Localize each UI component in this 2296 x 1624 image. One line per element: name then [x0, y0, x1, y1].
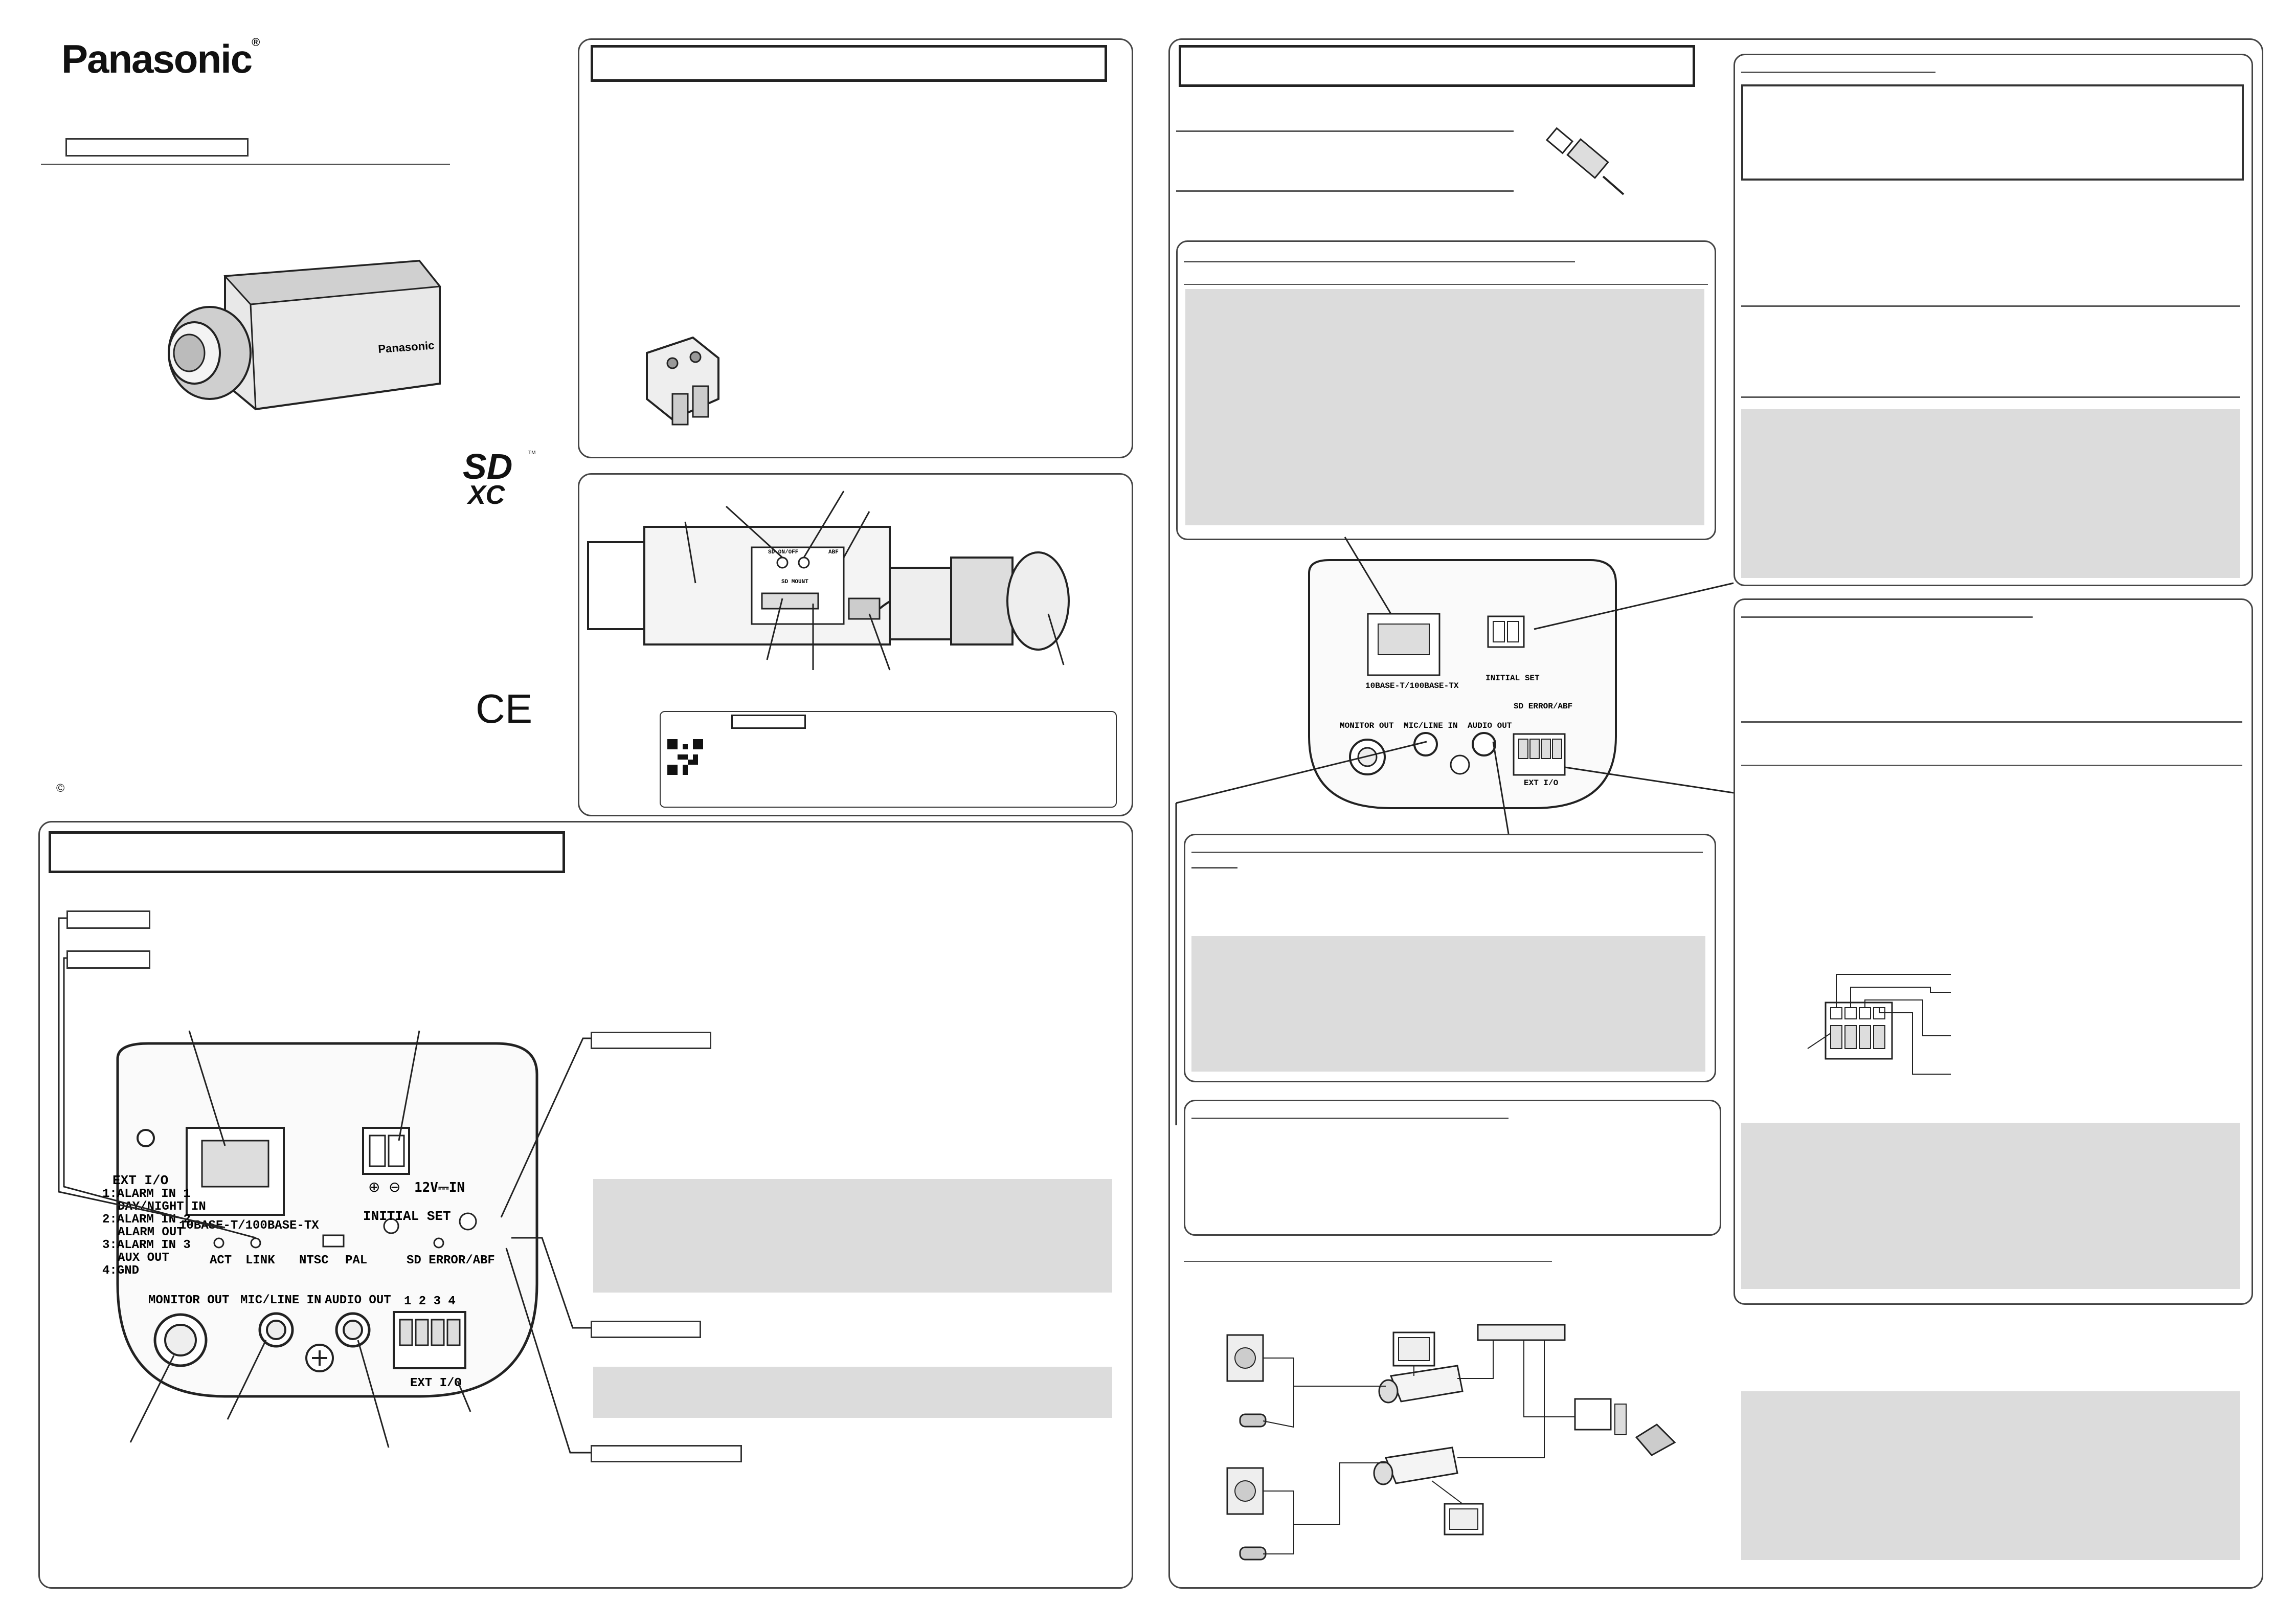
brand-logo: Panasonic® [61, 36, 260, 82]
rear-ext-io-line-6: AUX OUT [118, 1251, 169, 1265]
ext-io-rule-3 [1741, 765, 2242, 766]
small-network-label: 10BASE-T/100BASE-TX [1365, 681, 1459, 691]
rear-power-minus: ⊖ [389, 1178, 400, 1195]
rear-ext-io-bottom: EXT I/O [410, 1376, 462, 1390]
cover-rule [41, 164, 450, 165]
connections-title-box [1179, 45, 1695, 87]
rear-terminal-numbers: 1 2 3 4 [404, 1295, 456, 1308]
power-info-rule-2 [1741, 305, 2240, 307]
rear-ext-io-title: EXT I/O [112, 1173, 168, 1188]
terminal-block-diagram [1807, 974, 1951, 1075]
ext-io-gray [1741, 1123, 2240, 1289]
bottom-right-gray [1741, 1391, 2240, 1560]
audio-plug-icon [1545, 127, 1625, 195]
sd-logo-text: SD [463, 447, 513, 486]
small-monitor-out: MONITOR OUT [1340, 721, 1394, 730]
rear-sd-error-label: SD ERROR/ABF [407, 1254, 495, 1267]
hub-icon [1477, 1324, 1566, 1341]
rear-audio-out-label: AUDIO OUT [325, 1294, 391, 1307]
power-warning-box [1741, 84, 2244, 181]
audio-info-rule-2 [1191, 867, 1237, 869]
power-info-rule-3 [1741, 396, 2240, 398]
ce-mark: CE [476, 686, 533, 731]
rear-panel-title-box [49, 831, 565, 873]
pc-icon [1574, 1398, 1612, 1431]
camera-icon [1389, 1365, 1464, 1403]
rear-mic-line-in-label: MIC/LINE IN [240, 1294, 321, 1307]
model-box [65, 138, 249, 157]
rear-link-label: LINK [245, 1254, 275, 1267]
rear-pal-label: PAL [345, 1254, 367, 1267]
label-sd-mount: SD MOUNT [781, 579, 808, 585]
power-info-gray [1741, 409, 2240, 578]
system-rule [1184, 1261, 1552, 1262]
audio-info-gray [1191, 936, 1705, 1072]
rear-info-gray-2 [593, 1367, 1112, 1418]
xc-logo-text: XC [468, 480, 505, 510]
small-sd-error: SD ERROR/ABF [1514, 702, 1572, 711]
small-mic-line-in: MIC/LINE IN [1404, 721, 1458, 730]
rear-ntsc-label: NTSC [299, 1254, 329, 1267]
sd-tm-text: TM [528, 450, 536, 456]
power-plug-icon [646, 336, 719, 426]
qr-code-icon [667, 739, 703, 775]
rear-power-label: 12V⎓IN [414, 1180, 465, 1195]
rear-label-box-1 [66, 910, 150, 929]
monitor-info-rule [1191, 1118, 1509, 1119]
network-info-rule-2 [1184, 284, 1708, 285]
rear-panel-small-drawing: 10BASE-T/100BASE-TX INITIAL SET SD ERROR… [1308, 559, 1617, 809]
sd-error-label-box [591, 1321, 701, 1338]
small-ext-io: EXT I/O [1524, 778, 1559, 788]
rear-initial-set: INITIAL SET [363, 1209, 451, 1224]
initial-set-label-box [591, 1032, 711, 1049]
registered-mark: ® [252, 36, 260, 49]
camera-side-view: SD ON/OFF ABF SD MOUNT [587, 491, 1070, 671]
small-audio-out: AUDIO OUT [1468, 721, 1512, 730]
right-rule-1 [1176, 130, 1514, 132]
ext-io-label-box [591, 1445, 742, 1462]
audio-info-rule [1191, 852, 1703, 853]
copyright-symbol: © [56, 782, 65, 794]
rear-ext-io-line-5: 3:ALARM IN 3 [102, 1238, 191, 1252]
camera-product-image: Panasonic [168, 259, 441, 411]
microphone-icon [1239, 1413, 1267, 1428]
sdxc-logo: SD XC TM [463, 447, 539, 511]
accessories-title-box [591, 45, 1107, 82]
brand-name: Panasonic [61, 36, 253, 81]
rear-panel-drawing: EXT I/O 1:ALARM IN 1 DAY/NIGHT IN 2:ALAR… [102, 1042, 538, 1398]
network-info-gray [1185, 289, 1704, 525]
monitor-info-panel [1184, 1100, 1721, 1236]
rear-power-plus: ⊕ [368, 1178, 380, 1195]
network-info-rule [1184, 261, 1575, 262]
rear-ext-io-line-3: 2:ALARM IN 2 [102, 1213, 191, 1227]
rear-ext-io-line-1: 1:ALARM IN 1 [102, 1187, 191, 1201]
rear-network-label: 10BASE-T/100BASE-TX [179, 1219, 319, 1233]
right-rule-2 [1176, 190, 1514, 192]
rear-ext-io-line-4: ALARM OUT [118, 1226, 184, 1239]
rear-label-box-2 [66, 950, 150, 969]
ext-io-rule-1 [1741, 616, 2033, 618]
rear-info-gray-1 [593, 1179, 1112, 1293]
rear-ext-io-line-7: 4:GND [102, 1264, 139, 1278]
rear-act-label: ACT [210, 1254, 232, 1267]
small-initial-set: INITIAL SET [1485, 674, 1540, 683]
label-abf: ABF [828, 549, 839, 555]
rear-monitor-out-label: MONITOR OUT [148, 1294, 229, 1307]
power-info-rule-1 [1741, 72, 1935, 73]
callout-title-bar [731, 715, 806, 729]
ext-io-rule-2 [1741, 721, 2242, 723]
system-diagram [1226, 1324, 1676, 1561]
label-sd-onoff: SD ON/OFF [768, 549, 798, 555]
